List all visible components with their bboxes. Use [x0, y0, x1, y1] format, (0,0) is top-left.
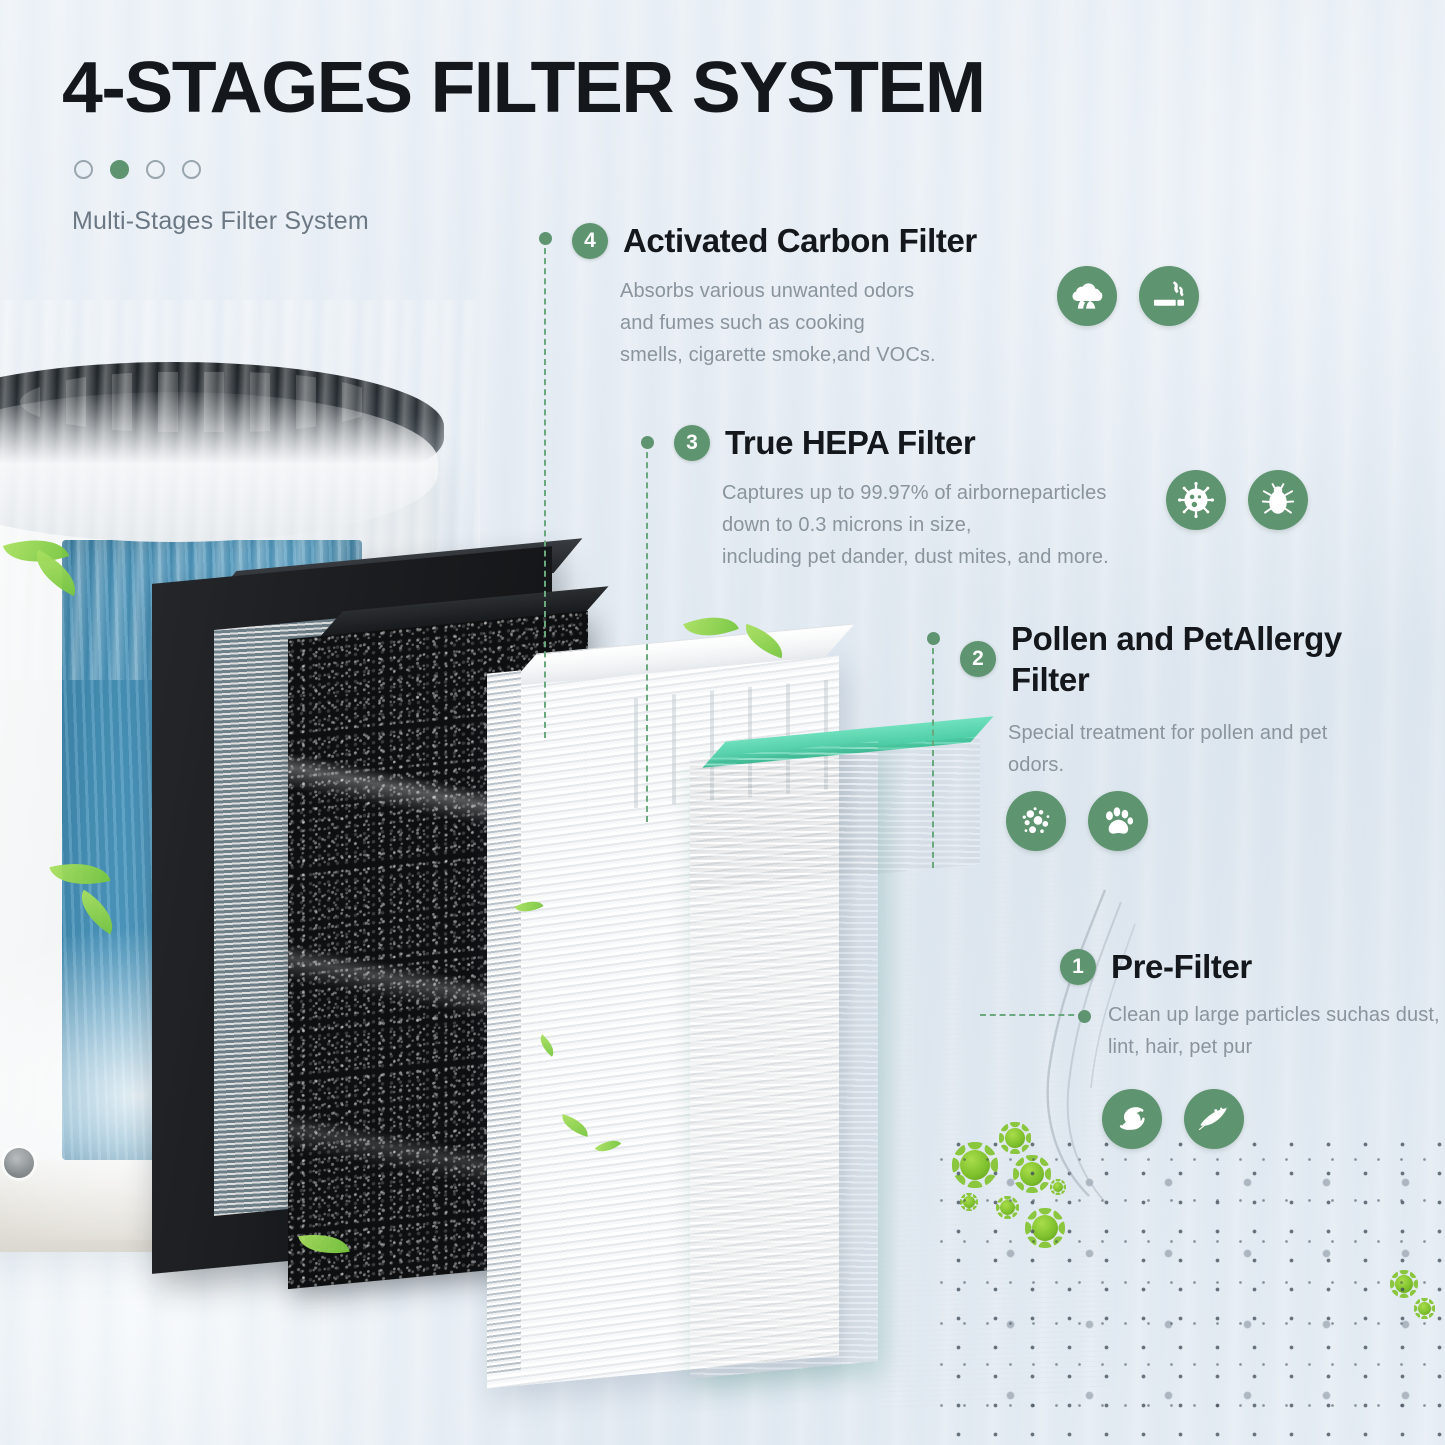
pagination-dot-1[interactable]	[74, 160, 93, 179]
pagination-dot-4[interactable]	[182, 160, 201, 179]
stage-3-number-badge: 3	[674, 424, 710, 461]
page-title: 4-STAGES FILTER SYSTEM	[62, 48, 986, 128]
pollen-icon	[1006, 791, 1066, 851]
connector-line-stage-1	[980, 1010, 1091, 1023]
stage-4-heading: 4 Activated Carbon Filter	[572, 220, 1042, 261]
stage-block-2: 2 Pollen and PetAllergy Filter Special t…	[960, 618, 1380, 781]
feather-icon	[1184, 1089, 1244, 1149]
paw-print-icon	[1088, 791, 1148, 851]
stage-3-heading: 3 True HEPA Filter	[674, 422, 1144, 463]
connector-line-stage-3	[641, 436, 654, 822]
pagination-dots[interactable]	[74, 160, 966, 179]
stage-1-number-badge: 1	[1060, 948, 1096, 985]
virus-particle-icon	[1389, 1269, 1419, 1299]
smoke-fumes-icon	[1057, 266, 1117, 326]
stage-4-description: Absorbs various unwanted odors and fumes…	[620, 280, 936, 367]
virus-particle-icon	[1050, 1179, 1066, 1195]
stage-block-1: 1 Pre-Filter Clean up large particles su…	[1060, 946, 1440, 1063]
purifier-top-rim	[0, 392, 438, 542]
virus-particle-icon	[995, 1195, 1020, 1220]
dust-mite-icon	[1248, 470, 1308, 530]
hepa-filter-pleat-edge	[487, 670, 521, 1374]
connector-line-stage-2	[927, 632, 940, 868]
stage-1-heading: 1 Pre-Filter	[1060, 946, 1440, 987]
stage-3-title: True HEPA Filter	[725, 424, 976, 461]
virus-particle-icon	[1414, 1298, 1435, 1319]
stage-1-icon-row	[1102, 1089, 1244, 1149]
virus-particle-icon	[959, 1192, 979, 1212]
stage-block-3: 3 True HEPA Filter Captures up to 99.97%…	[674, 422, 1144, 573]
header-block: 4-STAGES FILTER SYSTEM Multi-Stages Filt…	[62, 52, 986, 236]
pollen-pet-allergy-prefilter-layer	[690, 741, 878, 1379]
stage-1-description: Clean up large particles suchas dust, li…	[1108, 1004, 1440, 1059]
connector-line-stage-4	[539, 232, 552, 738]
page-subtitle: Multi-Stages Filter System	[72, 207, 369, 235]
stage-4-icon-row	[1057, 266, 1199, 326]
pagination-dot-2[interactable]	[110, 160, 129, 179]
stage-2-heading: 2 Pollen and PetAllergy Filter	[960, 618, 1380, 701]
stage-2-title: Pollen and PetAllergy Filter	[1011, 620, 1342, 699]
virus-particle-icon	[1024, 1207, 1066, 1249]
purifier-power-port	[4, 1148, 34, 1178]
stage-4-title: Activated Carbon Filter	[623, 222, 977, 259]
pagination-dot-3[interactable]	[146, 160, 165, 179]
stage-3-description: Captures up to 99.97% of airborneparticl…	[722, 482, 1109, 569]
cigarette-icon	[1139, 266, 1199, 326]
stage-2-description: Special treatment for pollen and pet odo…	[1008, 721, 1328, 776]
stage-1-title: Pre-Filter	[1111, 948, 1252, 985]
stage-4-number-badge: 4	[572, 222, 608, 259]
stage-2-number-badge: 2	[960, 641, 996, 678]
virus-icon	[1166, 470, 1226, 530]
virus-particle-icon	[951, 1141, 999, 1189]
stage-2-icon-row	[1006, 791, 1148, 851]
virus-particle-icon	[999, 1122, 1031, 1154]
lint-fiber-icon	[1102, 1089, 1162, 1149]
stage-3-icon-row	[1166, 470, 1308, 530]
background-filter-sheet	[880, 789, 1110, 1411]
purifier-top-vents	[20, 372, 380, 432]
virus-particle-icon	[1013, 1155, 1051, 1193]
stage-block-4: 4 Activated Carbon Filter Absorbs variou…	[572, 220, 1042, 371]
